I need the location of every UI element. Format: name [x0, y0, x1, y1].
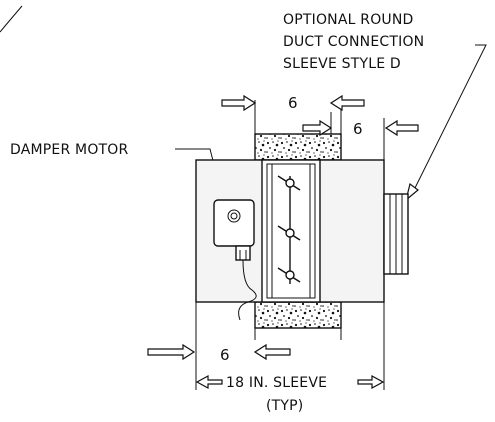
dim-arrow-bottom-right [253, 343, 291, 361]
partial-curve [0, 5, 23, 33]
blade-linkage-bottom [277, 267, 301, 283]
dim-top-left: 6 [288, 94, 298, 112]
damper-motor-label: DAMPER MOTOR [10, 142, 129, 158]
sleeve-length-label: 18 IN. SLEEVE [226, 375, 327, 391]
wall-top [254, 133, 342, 161]
dim-arrow-top-center [329, 94, 365, 112]
optional-label-line3: SLEEVE STYLE D [283, 56, 401, 72]
sleeve-arrow-right [357, 374, 385, 390]
damper-motor [213, 199, 257, 321]
optional-label-line1: OPTIONAL ROUND [283, 12, 414, 28]
dim-bottom: 6 [220, 346, 230, 364]
optional-label-line2: DUCT CONNECTION [283, 34, 424, 50]
optional-leader [412, 44, 487, 193]
blade-linkage-top [277, 175, 301, 191]
sleeve-arrow-left [195, 374, 223, 390]
dim-arrow-mid-right [384, 119, 419, 137]
typ-label: (TYP) [266, 398, 303, 414]
dim-arrow-mid-left [302, 119, 333, 137]
wall-bottom [254, 301, 342, 329]
dim-top-right: 6 [353, 120, 363, 138]
blade-linkage-middle [277, 225, 301, 241]
optional-leader-arrow [404, 182, 419, 202]
dim-arrow-top-left [221, 94, 257, 112]
dim-arrow-bottom-left [147, 343, 196, 361]
